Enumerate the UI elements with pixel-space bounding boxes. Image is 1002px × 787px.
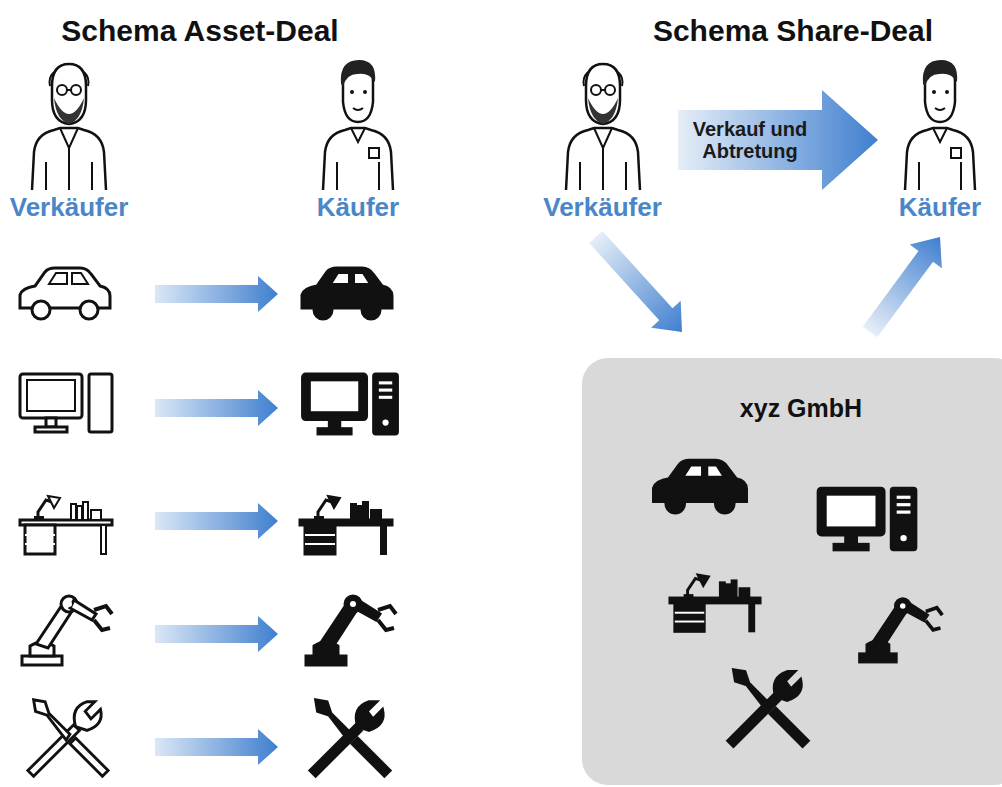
schema-heading: Schema Asset-Deal (61, 14, 338, 48)
connector-arrow (589, 231, 682, 332)
tools-icon (310, 700, 390, 776)
connector-arrow (678, 90, 878, 190)
transfer-connector (589, 231, 682, 332)
desk-outline-icon (20, 496, 112, 554)
computer-icon (303, 374, 398, 434)
computer-outline-icon (20, 374, 112, 432)
buyer-figure (313, 52, 403, 192)
computer-icon (818, 488, 916, 549)
person-node: Verkäufer (535, 52, 670, 223)
seller-figure (558, 52, 648, 192)
connector-arrow (863, 237, 942, 337)
role-label: Verkäufer (543, 192, 662, 223)
transfer-arrows (155, 276, 278, 765)
transfer-connector (863, 237, 942, 337)
schema-heading: Schema Share-Deal (653, 14, 933, 48)
car-icon (302, 268, 392, 319)
edge-label: Verkauf und Abtretung (683, 118, 817, 162)
tools-outline-icon (28, 700, 108, 776)
robot-outline-icon (22, 596, 112, 665)
person-node: Käufer (882, 52, 998, 223)
robot-icon (306, 596, 396, 665)
company-assets-illustration (582, 358, 996, 785)
company-box: xyz GmbH (582, 358, 1002, 785)
company-title: xyz GmbH (582, 394, 1002, 423)
buyer-figure (895, 52, 985, 192)
tools-icon (728, 670, 809, 747)
car-icon (654, 460, 747, 513)
person-node: Verkäufer (4, 52, 134, 223)
car-outline-icon (20, 268, 110, 319)
desk-icon (300, 496, 392, 554)
transfer-connector (678, 90, 878, 190)
person-node: Käufer (300, 52, 416, 223)
desk-icon (670, 575, 760, 632)
role-label: Käufer (317, 192, 399, 223)
seller-figure (24, 52, 114, 192)
role-label: Käufer (899, 192, 981, 223)
robot-icon (860, 599, 943, 662)
role-label: Verkäufer (10, 192, 129, 223)
